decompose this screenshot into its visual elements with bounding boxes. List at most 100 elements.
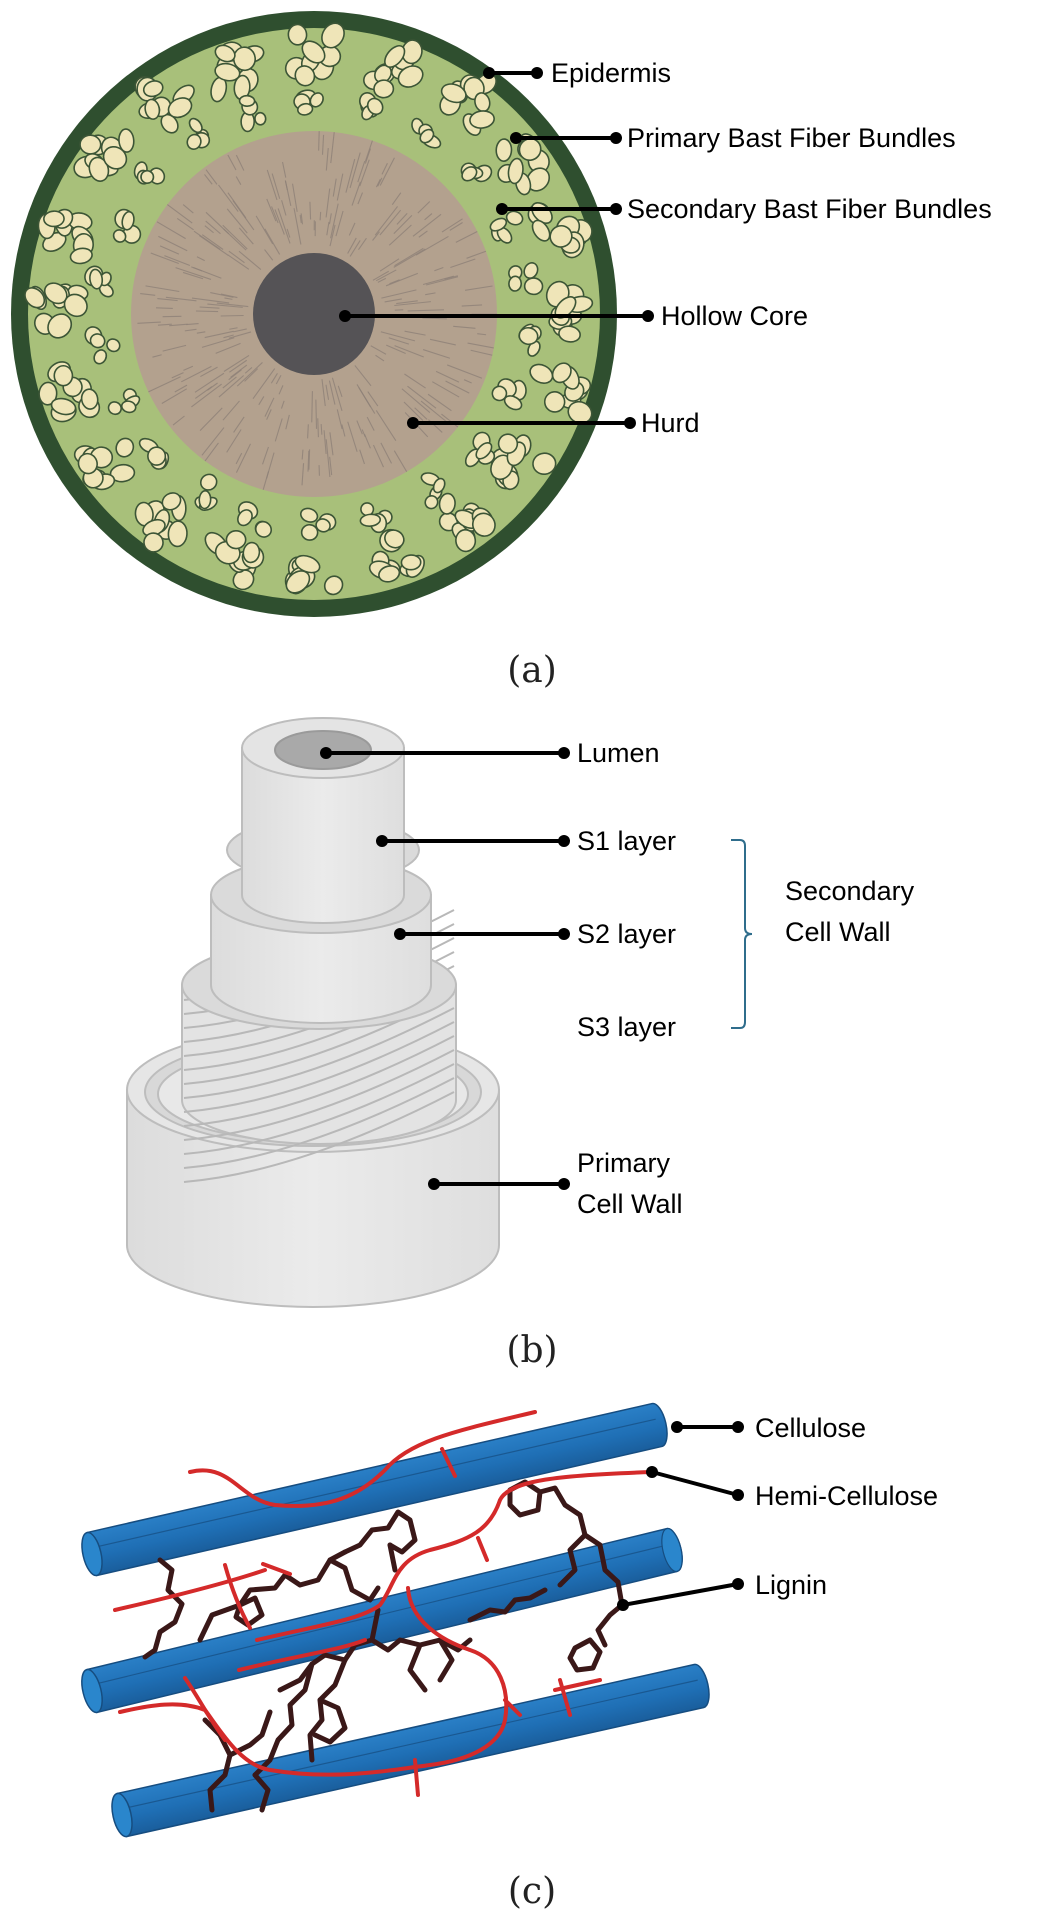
fiber-cell — [89, 333, 106, 349]
hurd-ray — [233, 416, 245, 433]
hurd-ray — [389, 279, 400, 285]
hurd-ray — [220, 293, 238, 299]
hurd-ray — [236, 362, 263, 387]
lignin-segment — [369, 1607, 455, 1683]
hurd-ray — [357, 192, 364, 205]
hurd-ray — [159, 245, 180, 255]
fiber-cell — [438, 492, 456, 515]
hurd-ray — [207, 303, 243, 308]
fiber-cell — [112, 229, 127, 243]
hurd-ray — [361, 429, 366, 438]
fiber-cell — [301, 40, 326, 64]
hurd-ray — [358, 237, 367, 251]
hurd-ray — [264, 228, 281, 255]
fiber-cell — [118, 128, 135, 153]
hurd-ray — [329, 456, 333, 476]
hurd-ray — [407, 309, 445, 312]
hurd-ray — [223, 354, 250, 372]
hurd-ray — [435, 370, 460, 383]
fiber-cell — [384, 529, 405, 549]
fiber-cell — [558, 325, 581, 343]
label-s1-layer: S1 layer — [577, 826, 676, 856]
hurd-ray — [191, 297, 230, 304]
panel-b-cell-wall-layers — [126, 717, 500, 1308]
fiber-cell — [294, 65, 316, 87]
hurd-ray — [169, 323, 188, 327]
hurd-ray — [215, 342, 241, 354]
hurd-ray — [366, 416, 375, 431]
hurd-ray — [325, 384, 330, 400]
fiber-cell — [523, 262, 539, 279]
lignin-segment — [227, 1709, 273, 1758]
hurd-ray — [281, 200, 287, 216]
label-hollow-core: Hollow Core — [661, 301, 808, 331]
hurd-ray — [396, 300, 418, 305]
hurd-ray — [285, 414, 290, 430]
fiber-cell — [167, 520, 188, 548]
hurd-ray — [274, 209, 285, 235]
fiber-cell — [214, 62, 241, 82]
fiber-cell — [120, 400, 137, 414]
hurd-ray — [379, 258, 400, 272]
hurd-ray — [337, 385, 343, 398]
cellulose-rod — [81, 1402, 668, 1577]
hurd-ray — [244, 368, 259, 382]
hurd-ray — [171, 372, 184, 379]
hurd-ray — [307, 450, 310, 472]
fiber-cell — [38, 381, 58, 406]
cellulose-rod — [111, 1663, 710, 1838]
hurd-ray — [357, 160, 366, 183]
hurd-ray — [186, 323, 199, 326]
fiber-cell — [88, 156, 110, 182]
hurd-ray — [325, 439, 331, 478]
hurd-ray — [377, 277, 387, 283]
hurd-ray — [181, 365, 212, 383]
hurd-ray — [270, 373, 278, 384]
fiber-cell — [143, 532, 164, 553]
fiber-cell — [523, 277, 544, 296]
hurd-ray — [351, 181, 361, 206]
fiber-cell — [551, 362, 572, 384]
hurd-ray — [320, 424, 323, 435]
hurd-ray — [204, 330, 234, 339]
hurd-ray — [235, 443, 252, 473]
hurd-ray — [286, 228, 291, 238]
helical-fibril — [183, 1035, 455, 1127]
hurd-ray — [359, 159, 370, 187]
hurd-ray — [412, 213, 442, 237]
hurd-ray — [301, 449, 304, 460]
hurd-ray — [301, 463, 305, 486]
hurd-ray — [262, 446, 269, 465]
fiber-cell — [287, 23, 308, 46]
fiber-cell — [285, 570, 311, 594]
fiber-cell — [507, 157, 524, 185]
hemicellulose-chain — [183, 1676, 227, 1742]
fiber-cell — [161, 492, 182, 511]
fiber-cell — [254, 520, 273, 538]
hurd-ray — [158, 235, 188, 252]
hurd-ray — [218, 375, 245, 398]
hurd-ray — [184, 328, 197, 332]
hurd-ray — [224, 297, 233, 300]
lignin-segment — [197, 1549, 348, 1643]
label-s2-layer: S2 layer — [577, 919, 676, 949]
hurd-ray — [394, 247, 424, 267]
hurd-ray — [174, 384, 188, 393]
fiber-cell — [400, 554, 422, 571]
hurd-ray — [388, 224, 412, 246]
hurd-ray — [461, 304, 483, 307]
hurd-ray — [183, 365, 194, 371]
hurd-ray — [326, 221, 330, 236]
hurd-ray — [349, 152, 361, 189]
hurd-ray — [204, 225, 214, 234]
hurd-ray — [264, 249, 274, 261]
fiber-cell — [384, 44, 406, 68]
hurd-ray — [229, 359, 248, 373]
hurd-ray — [235, 176, 242, 185]
hurd-ray — [195, 310, 219, 313]
hurd-ray — [370, 345, 387, 355]
hurd-ray — [447, 364, 483, 379]
fiber-cell — [549, 224, 573, 248]
hurd-ray — [162, 344, 187, 352]
hurd-ray — [182, 204, 194, 214]
